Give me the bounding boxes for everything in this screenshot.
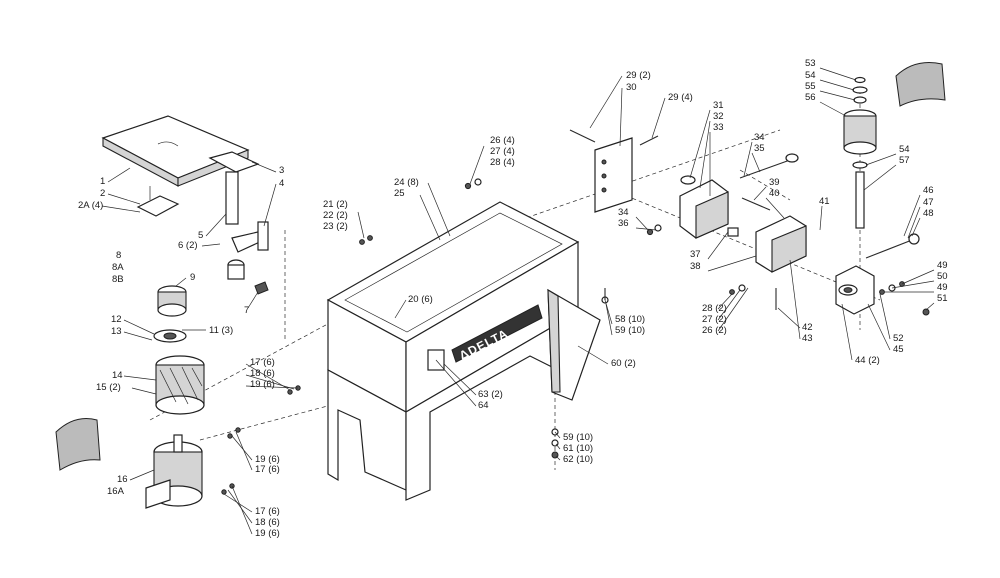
part-label: 64 xyxy=(478,400,489,411)
stand-cabinet: ΔDELTA xyxy=(326,201,580,501)
stand-leg xyxy=(547,288,601,401)
part-label: 1 xyxy=(100,176,105,187)
table-bracket xyxy=(136,186,180,217)
part-label: 4 xyxy=(279,178,284,189)
part-label: 54 xyxy=(805,70,816,81)
part-label: 59 (10) xyxy=(615,325,645,336)
part-label: 49 xyxy=(937,260,948,271)
part-label: 32 xyxy=(713,111,724,122)
part-label: 8 xyxy=(116,250,121,261)
part-label: 55 xyxy=(805,81,816,92)
part-label: 28 (2) xyxy=(702,303,727,314)
part-label: 18 (6) xyxy=(250,368,275,379)
shaded-fragment-right xyxy=(895,62,946,107)
part-label: 62 (10) xyxy=(563,454,593,465)
part-label: 51 xyxy=(937,293,948,304)
part-label: 17 (6) xyxy=(250,357,275,368)
part-label: 31 xyxy=(713,100,724,111)
part-label: 12 xyxy=(111,314,122,325)
cutter-head xyxy=(155,355,205,415)
part-label: 23 (2) xyxy=(323,221,348,232)
part-label: 63 (2) xyxy=(478,389,503,400)
part-label: 17 (6) xyxy=(255,506,280,517)
part-label: 58 (10) xyxy=(615,314,645,325)
leader-lines xyxy=(101,67,935,535)
part-label: 47 xyxy=(923,197,934,208)
part-label: 56 xyxy=(805,92,816,103)
part-label: 20 (6) xyxy=(408,294,433,305)
part-label: 28 (4) xyxy=(490,157,515,168)
part-label: 19 (6) xyxy=(250,379,275,390)
part-label: 53 xyxy=(805,58,816,69)
part-label: 37 xyxy=(690,249,701,260)
part-label: 11 (3) xyxy=(209,325,233,336)
part-label: 8A xyxy=(112,262,124,273)
part-label: 26 (4) xyxy=(490,135,515,146)
motor xyxy=(145,434,203,509)
part-label: 30 xyxy=(626,82,637,93)
part-label: 21 (2) xyxy=(323,199,348,210)
part-label: 49 xyxy=(937,282,948,293)
part-label: 42 xyxy=(802,322,813,333)
part-label: 25 xyxy=(394,188,405,199)
part-label: 46 xyxy=(923,185,934,196)
part-label: 14 xyxy=(112,370,123,381)
part-label: 44 (2) xyxy=(855,355,880,366)
part-label: 17 (6) xyxy=(255,464,280,475)
part-label: 61 (10) xyxy=(563,443,593,454)
part-label: 41 xyxy=(819,196,830,207)
part-label: 59 (10) xyxy=(563,432,593,443)
part-label: 33 xyxy=(713,122,724,133)
part-label: 36 xyxy=(618,218,629,229)
part-label: 43 xyxy=(802,333,813,344)
part-label: 54 xyxy=(899,144,910,155)
part-label: 60 (2) xyxy=(611,358,636,369)
spindle-bearing xyxy=(843,76,877,229)
part-label: 16A xyxy=(107,486,125,497)
bearing-housing xyxy=(835,233,920,315)
part-label: 7 xyxy=(244,305,249,316)
part-label: 8B xyxy=(112,274,124,285)
part-label: 3 xyxy=(279,165,284,176)
part-label: 34 xyxy=(618,207,629,218)
shaded-fragment-left xyxy=(55,418,101,471)
collar xyxy=(153,329,187,343)
part-label: 34 xyxy=(754,132,765,143)
part-label: 6 (2) xyxy=(178,240,198,251)
part-label: 40 xyxy=(769,188,780,199)
part-label: 15 (2) xyxy=(96,382,121,393)
part-label: 29 (2) xyxy=(626,70,651,81)
part-label: 2 xyxy=(100,188,105,199)
part-label: 38 xyxy=(690,261,701,272)
part-label: 57 xyxy=(899,155,910,166)
part-label: 39 xyxy=(769,177,780,188)
part-label: 35 xyxy=(754,143,765,154)
pulley xyxy=(157,285,187,317)
mounting-plate xyxy=(569,129,659,213)
part-label: 5 xyxy=(198,230,203,241)
support-arm xyxy=(208,151,269,295)
part-label: 29 (4) xyxy=(668,92,693,103)
part-label: 19 (6) xyxy=(255,454,280,465)
part-label: 22 (2) xyxy=(323,210,348,221)
part-label: 18 (6) xyxy=(255,517,280,528)
part-label: 27 (2) xyxy=(702,314,727,325)
part-label: 24 (8) xyxy=(394,177,419,188)
part-label: 2A (4) xyxy=(78,200,103,211)
fence-bracket xyxy=(679,153,799,239)
part-label: 9 xyxy=(190,272,195,283)
part-label: 16 xyxy=(117,474,128,485)
part-label: 52 xyxy=(893,333,904,344)
part-label: 27 (4) xyxy=(490,146,515,157)
fence-slide xyxy=(727,197,807,310)
part-label: 50 xyxy=(937,271,948,282)
part-label: 19 (6) xyxy=(255,528,280,539)
part-label: 48 xyxy=(923,208,934,219)
part-label: 45 xyxy=(893,344,904,355)
part-label: 26 (2) xyxy=(702,325,727,336)
part-label: 13 xyxy=(111,326,122,337)
